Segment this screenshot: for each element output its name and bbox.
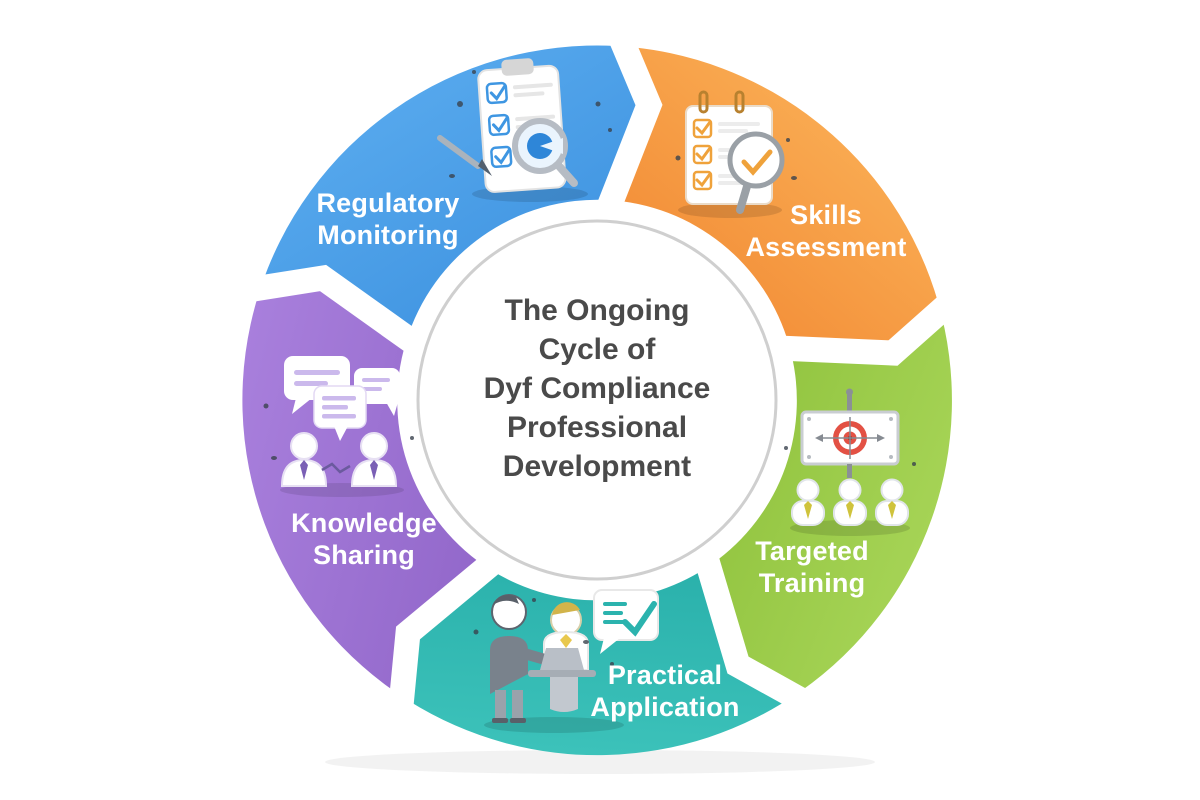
segment-label-targeted-training: Targeted Training bbox=[755, 536, 869, 598]
center-title-line: The Ongoing bbox=[504, 294, 690, 327]
checklist-magnifier-check-icon bbox=[675, 90, 797, 218]
segment-label-practical-application: Practical Application bbox=[590, 660, 740, 722]
target-presentation-team-icon bbox=[784, 388, 916, 536]
center-title-line: Cycle of bbox=[538, 333, 656, 366]
segment-label-knowledge-sharing: Knowledge Sharing bbox=[291, 508, 437, 570]
ring-shadow bbox=[325, 750, 875, 774]
segment-targeted-training bbox=[712, 302, 952, 691]
mentor-practice-desk-icon bbox=[473, 589, 659, 733]
center-title: The Ongoing Cycle of Dyf Compliance Prof… bbox=[447, 291, 747, 486]
segment-label-skills-assessment: Skills Assessment bbox=[745, 200, 907, 262]
clipboard-checklist-magnifier-icon bbox=[437, 58, 612, 202]
center-title-line: Development bbox=[502, 450, 692, 483]
segment-label-regulatory-monitoring: Regulatory Monitoring bbox=[316, 188, 460, 250]
chat-people-icon bbox=[263, 356, 414, 497]
center-title-line: Professional bbox=[506, 411, 688, 444]
segment-dividers bbox=[239, 24, 964, 718]
center-title-line: Dyf Compliance bbox=[483, 372, 711, 405]
center-circle bbox=[416, 219, 778, 581]
